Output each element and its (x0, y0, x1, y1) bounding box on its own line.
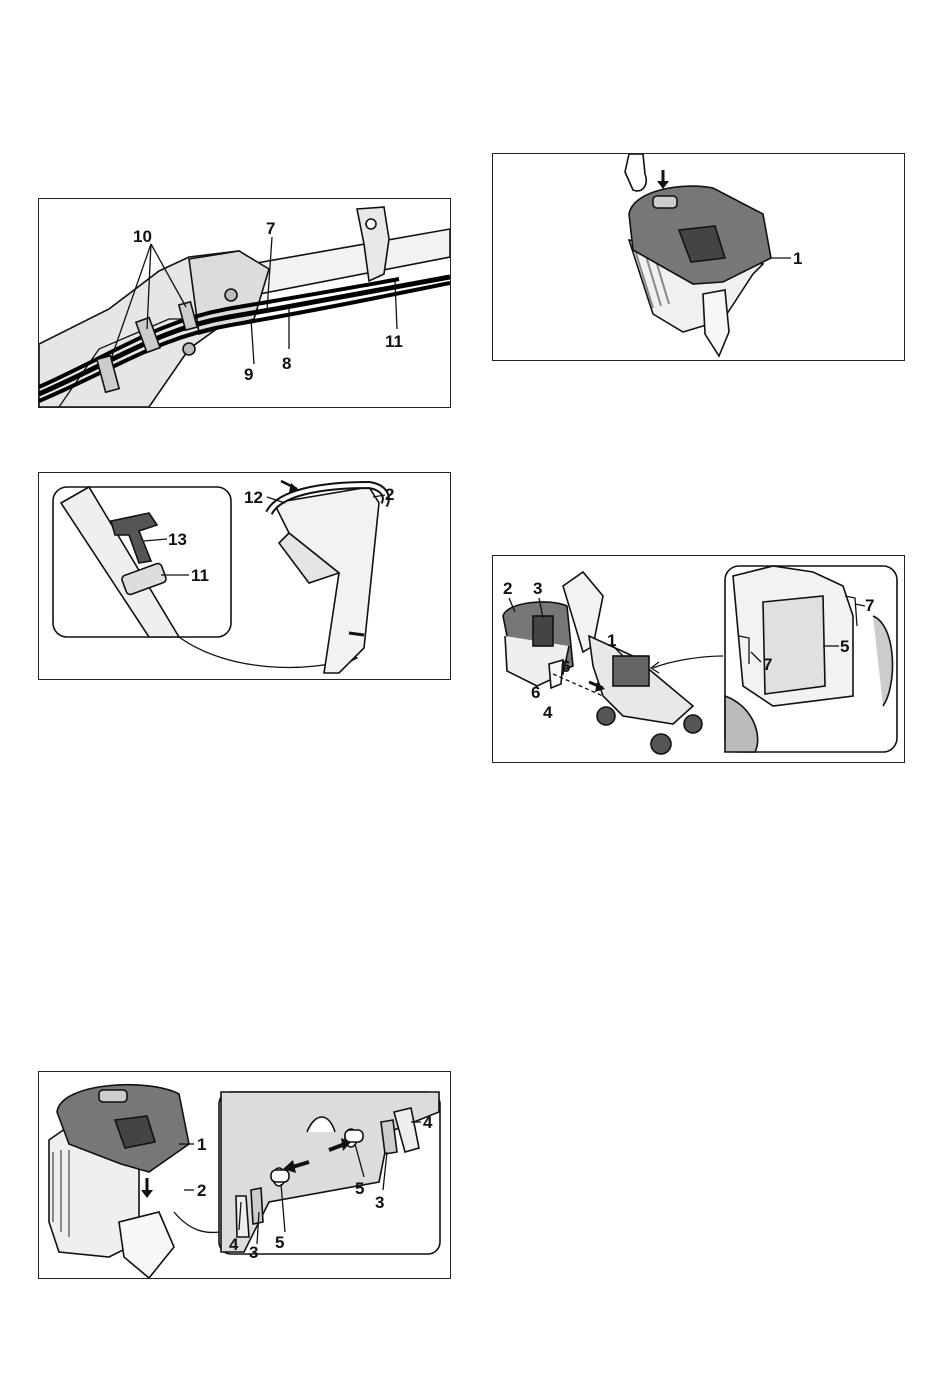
callout-12: 12 (244, 488, 263, 507)
callout-6: 6 (531, 683, 540, 702)
callout-4: 4 (543, 703, 553, 722)
callout-1: 1 (197, 1135, 206, 1154)
callout-3: 3 (249, 1243, 258, 1262)
figure-catcher-lid: 1 (492, 153, 905, 361)
callout-3: 3 (533, 579, 542, 598)
callout-2: 2 (503, 579, 512, 598)
axle-pin-icon (271, 1170, 289, 1182)
lid-handle-icon (653, 196, 677, 208)
callout-8: 8 (282, 354, 291, 373)
callout-11: 11 (191, 566, 209, 585)
wheel-icon (597, 707, 615, 725)
bolt-icon (225, 289, 237, 301)
starter-hook-icon (349, 633, 364, 635)
lid-handle-icon (99, 1090, 127, 1102)
callout-10: 10 (133, 227, 152, 246)
callout-5: 5 (275, 1233, 284, 1252)
axle-pin-icon (345, 1130, 363, 1142)
wheel-icon (684, 715, 702, 733)
catcher-assembly-illustration: 1 2 4 3 5 5 3 4 (39, 1072, 450, 1278)
callout-4: 4 (423, 1113, 433, 1132)
figure-starter-handle: 13 11 12 2 (38, 472, 451, 680)
callout-5: 5 (355, 1179, 364, 1198)
callout-1: 1 (607, 631, 616, 650)
callout-11: 11 (385, 332, 403, 351)
callout-7: 7 (763, 655, 772, 674)
figure-catcher-assembly: 1 2 4 3 5 5 3 4 (38, 1071, 451, 1279)
catcher-mount-illustration: 1 2 3 6 6 4 7 5 7 (493, 556, 904, 762)
catcher-lid-illustration: 1 (493, 154, 904, 360)
cable-routing-illustration: 10 7 9 8 11 (39, 199, 450, 407)
callout-4: 4 (229, 1235, 239, 1254)
callout-3: 3 (375, 1193, 384, 1212)
callout-13: 13 (168, 530, 187, 549)
callout-7: 7 (865, 596, 874, 615)
callout-7: 7 (266, 219, 275, 238)
figure-cable-routing: 10 7 9 8 11 (38, 198, 451, 408)
wheel-icon (651, 734, 671, 754)
engine-icon (613, 656, 649, 686)
hand-icon (625, 154, 646, 191)
callout-1: 1 (793, 249, 802, 268)
callout-2: 2 (197, 1181, 206, 1200)
callout-5: 5 (840, 637, 849, 656)
figure-catcher-mount: 1 2 3 6 6 4 7 5 7 (492, 555, 905, 763)
callout-9: 9 (244, 365, 253, 384)
starter-handle-illustration: 13 11 12 2 (39, 473, 450, 679)
bolt-icon (183, 343, 195, 355)
callout-6: 6 (561, 657, 570, 676)
callout-2: 2 (385, 485, 394, 504)
